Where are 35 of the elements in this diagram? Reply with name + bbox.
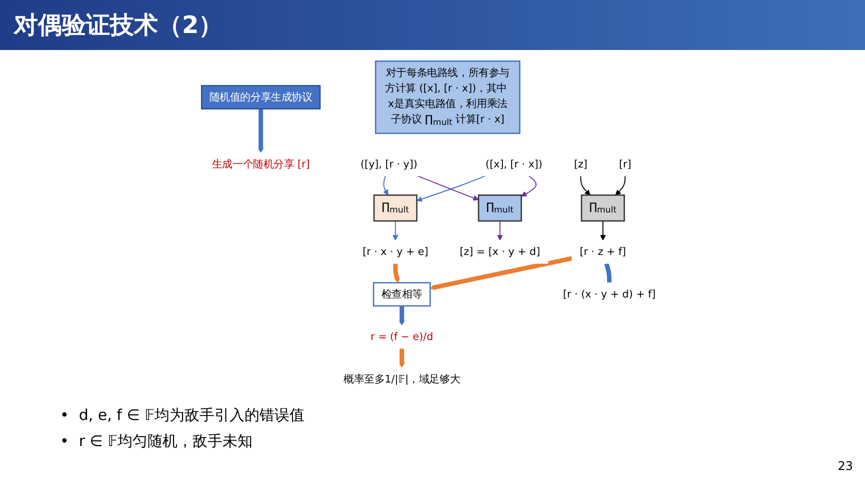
bullet-mark: • bbox=[60, 406, 69, 424]
arrow bbox=[497, 220, 503, 241]
arrow bbox=[430, 256, 572, 290]
node-text: [r] bbox=[618, 158, 632, 170]
arrow bbox=[521, 175, 537, 197]
bullet-mark: • bbox=[60, 432, 69, 450]
node-box: ∏$_{mult}$ bbox=[478, 194, 522, 222]
node-text: ([y], [r · y]) bbox=[360, 158, 418, 170]
node-text: [r · x · y + e] bbox=[362, 245, 428, 258]
node-box: 随机值的分享生成协议 bbox=[200, 85, 321, 110]
connector bbox=[604, 262, 612, 284]
arrow bbox=[615, 175, 626, 196]
arrow bbox=[258, 108, 264, 153]
arrow bbox=[580, 175, 590, 196]
arrow bbox=[399, 305, 405, 326]
arrow bbox=[600, 220, 606, 241]
arrow bbox=[399, 348, 405, 368]
node-box: 对于每条电路线，所有参与方计算 ([x], [r · x])，其中 x是真实电路值，利用乘法子协议 ∏$_{mult}$ 计算[r · x] bbox=[374, 60, 520, 134]
page-number: 23 bbox=[838, 459, 853, 473]
node-box: ∏$_{mult}$ bbox=[373, 194, 418, 222]
arrow bbox=[392, 220, 398, 241]
node-text: [r · z + f] bbox=[580, 245, 626, 258]
bullet-text: r ∈ 𝔽均匀随机，敌手未知 bbox=[78, 432, 253, 450]
slide-title: 对偶验证技术（2） bbox=[14, 10, 223, 41]
arrow bbox=[383, 175, 388, 196]
node-text: r = (f − e)/d bbox=[370, 330, 434, 343]
bullet-text: d, e, f ∈ 𝔽均为敌手引入的错误值 bbox=[78, 406, 305, 424]
arrow bbox=[393, 262, 400, 283]
node-text: ([x], [r · x]) bbox=[486, 158, 542, 170]
node-text: [r · (x · y + d) + f] bbox=[563, 288, 656, 300]
node-text: 生成一个随机分享 [r] bbox=[212, 158, 310, 170]
node-text: [z] bbox=[574, 158, 588, 170]
node-text: 概率至多1/|𝔽|，域足够大 bbox=[344, 372, 460, 386]
node-box: ∏$_{mult}$ bbox=[580, 194, 625, 222]
node-box: 检查相等 bbox=[372, 282, 431, 307]
